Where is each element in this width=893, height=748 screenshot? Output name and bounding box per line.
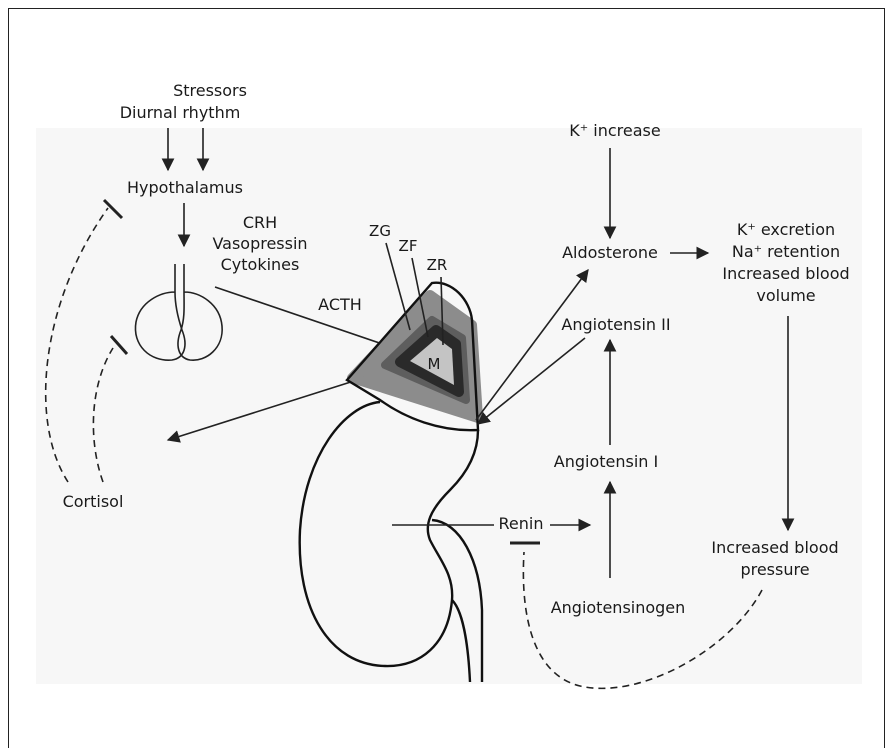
zona-glomerulosa-label: ZG [369, 222, 391, 240]
medulla-label: M [428, 355, 441, 373]
arrow-angiotensin-ii-to-adrenal [478, 338, 585, 424]
angiotensinogen-label: Angiotensinogen [551, 598, 686, 617]
stressors-label: Stressors [173, 81, 247, 100]
diurnal-rhythm-label: Diurnal rhythm [120, 103, 241, 122]
angiotensin-ii-label: Angiotensin II [561, 315, 670, 334]
zg-pointer-line [386, 243, 410, 330]
zona-fasciculata-label: ZF [399, 237, 418, 255]
crh-label: CRH [243, 213, 277, 232]
blood-pressure-feedback-to-renin [523, 552, 762, 688]
cytokines-label: Cytokines [221, 255, 300, 274]
arrow-pituitary-acth-to-adrenal [215, 287, 400, 350]
acth-label: ACTH [318, 295, 362, 314]
increased-blood-volume-label-line2: volume [756, 286, 815, 305]
kidney-shape [300, 402, 482, 682]
na-retention-label: Na⁺ retention [732, 242, 840, 261]
k-excretion-label: K⁺ excretion [737, 220, 835, 239]
cortisol-feedback-to-hypothalamus [46, 208, 108, 482]
zona-reticularis-label: ZR [427, 256, 448, 274]
aldosterone-label: Aldosterone [562, 243, 658, 262]
inhibition-bar-pituitary [111, 336, 127, 354]
hypothalamus-label: Hypothalamus [127, 178, 243, 197]
renin-label: Renin [499, 514, 544, 533]
cortisol-label: Cortisol [63, 492, 124, 511]
increased-blood-volume-label-line1: Increased blood [722, 264, 849, 283]
k-increase-label: K⁺ increase [569, 121, 660, 140]
pituitary-gland-shape [135, 264, 222, 360]
increased-blood-pressure-label-line1: Increased blood [711, 538, 838, 557]
increased-blood-pressure-label-line2: pressure [740, 560, 809, 579]
angiotensin-i-label: Angiotensin I [554, 452, 658, 471]
cortisol-feedback-to-pituitary [93, 348, 113, 482]
arrow-adrenal-to-aldosterone [476, 270, 588, 420]
vasopressin-label: Vasopressin [212, 234, 307, 253]
